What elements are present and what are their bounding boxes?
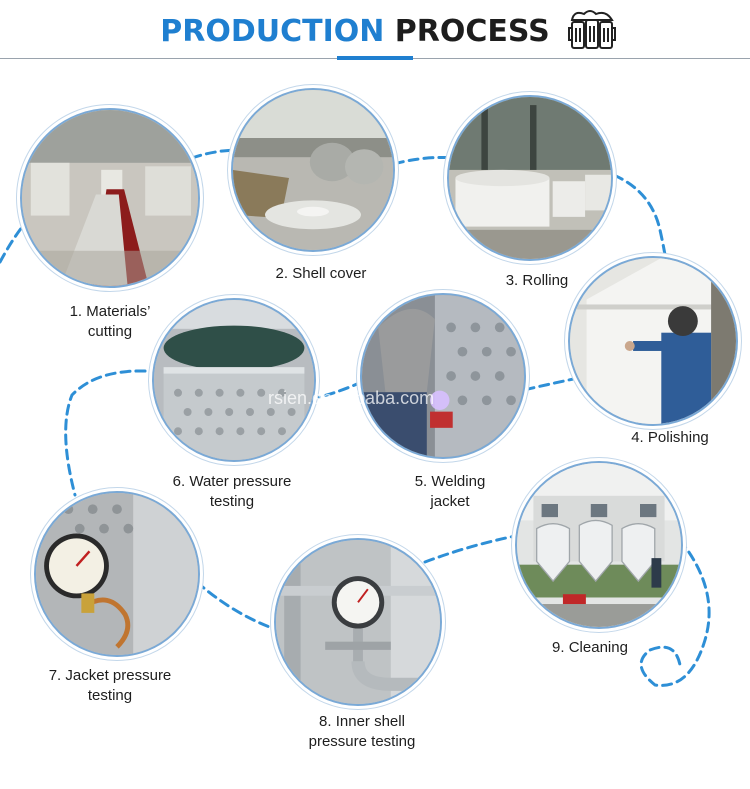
step-8-photo — [274, 538, 442, 706]
step-1-photo — [20, 108, 200, 288]
watermark: rsien.en.alibaba.com — [268, 388, 435, 408]
step-4-photo — [568, 256, 738, 426]
step-6-caption: 6. Water pressure testing — [142, 472, 322, 512]
header-accent-bar — [337, 56, 413, 60]
step-1-caption-line2: cutting — [87, 323, 133, 340]
step-9-caption-line1: 9. Cleaning — [552, 639, 628, 656]
step-8-caption-line2: pressure testing — [308, 733, 416, 750]
step-7-caption-line2: testing — [87, 687, 133, 704]
step-4-caption-line1: 4. Polishing — [631, 429, 709, 446]
step-9-photo — [515, 461, 683, 629]
step-3-caption: 3. Rolling — [447, 271, 627, 291]
title-word-process: PROCESS — [394, 14, 550, 49]
page-title: PRODUCTION PROCESS — [0, 14, 710, 49]
step-5-photo — [360, 293, 526, 459]
step-5-caption-line1: 5. Welding — [414, 473, 486, 490]
step-6-caption-line2: testing — [209, 493, 255, 510]
step-2-photo — [231, 88, 395, 252]
step-8-caption-line1: 8. Inner shell — [319, 713, 405, 730]
step-7-photo — [34, 491, 200, 657]
step-2-caption: 2. Shell cover — [231, 264, 411, 284]
step-3-photo — [447, 95, 613, 261]
header: PRODUCTION PROCESS — [0, 0, 750, 62]
beer-mugs-icon — [566, 6, 618, 54]
step-7-caption-line1: 7. Jacket pressure — [48, 667, 172, 684]
step-2-caption-line1: 2. Shell cover — [275, 265, 367, 282]
step-1-caption-line1: 1. Materials’ — [69, 303, 151, 320]
step-1-caption: 1. Materials’ cutting — [20, 302, 200, 342]
step-3-caption-line1: 3. Rolling — [505, 272, 569, 289]
step-6-caption-line1: 6. Water pressure — [172, 473, 292, 490]
step-6-photo — [152, 298, 316, 462]
step-7-caption: 7. Jacket pressure testing — [10, 666, 210, 706]
step-9-caption: 9. Cleaning — [500, 638, 680, 658]
step-5-caption: 5. Welding jacket — [360, 472, 540, 512]
step-8-caption: 8. Inner shell pressure testing — [272, 712, 452, 752]
title-word-production: PRODUCTION — [160, 14, 385, 49]
step-4-caption: 4. Polishing — [580, 428, 750, 448]
step-5-caption-line2: jacket — [430, 493, 470, 510]
